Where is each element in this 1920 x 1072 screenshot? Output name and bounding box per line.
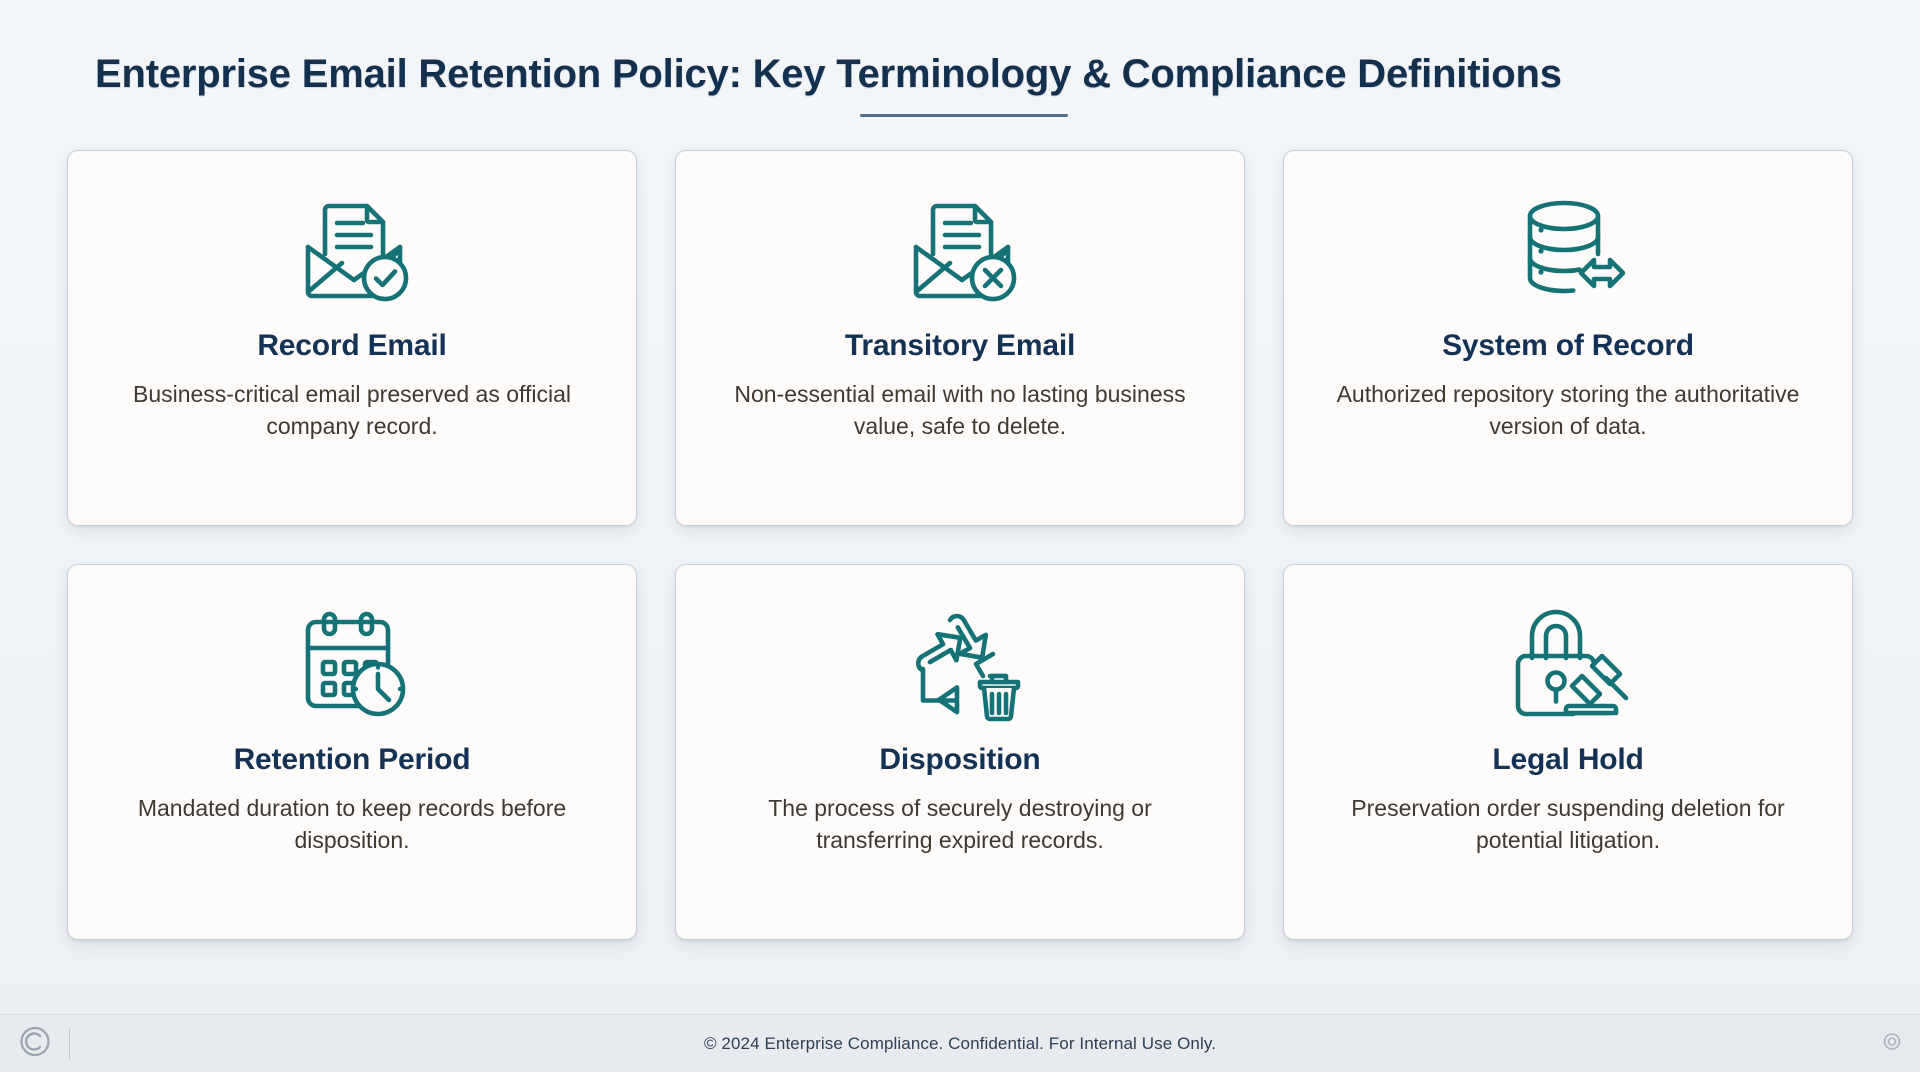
envelope-document-check-icon bbox=[292, 187, 412, 313]
card-description: Mandated duration to keep records before… bbox=[137, 794, 567, 853]
page-title: Enterprise Email Retention Policy: Key T… bbox=[95, 52, 1562, 96]
card-description: Non-essential email with no lasting busi… bbox=[734, 380, 1186, 439]
card-disposition[interactable]: Disposition The process of securely dest… bbox=[675, 563, 1245, 940]
card-title: Record Email bbox=[257, 328, 447, 362]
card-record-email[interactable]: Record Email Business-critical email pre… bbox=[67, 149, 637, 526]
card-description: The process of securely destroying or tr… bbox=[768, 794, 1152, 853]
recycle-trash-icon bbox=[898, 601, 1022, 727]
card-title: Disposition bbox=[879, 742, 1041, 776]
lock-gavel-icon bbox=[1506, 601, 1630, 727]
card-description: Authorized repository storing the author… bbox=[1336, 380, 1800, 439]
envelope-document-cross-icon bbox=[900, 187, 1020, 313]
title-block: Enterprise Email Retention Policy: Key T… bbox=[0, 0, 1920, 117]
card-title: System of Record bbox=[1442, 328, 1694, 362]
card-description: Business-critical email preserved as off… bbox=[132, 380, 572, 439]
card-description: Preservation order suspending deletion f… bbox=[1351, 794, 1785, 853]
card-title: Legal Hold bbox=[1492, 742, 1644, 776]
card-transitory-email[interactable]: Transitory Email Non-essential email wit… bbox=[675, 149, 1245, 526]
footer-divider bbox=[69, 1027, 70, 1060]
title-underline-rule bbox=[860, 113, 1068, 117]
footer-bar: © 2024 Enterprise Compliance. Confidenti… bbox=[0, 1014, 1920, 1072]
card-system-of-record[interactable]: System of Record Authorized repository s… bbox=[1283, 149, 1853, 526]
database-transfer-icon bbox=[1508, 187, 1628, 313]
calendar-clock-icon bbox=[292, 601, 412, 727]
footer-logo-group bbox=[18, 1024, 70, 1063]
card-legal-hold[interactable]: Legal Hold Preservation order suspending… bbox=[1283, 563, 1853, 940]
footer-right-mark-icon bbox=[1882, 1031, 1902, 1056]
footer-copyright-text: © 2024 Enterprise Compliance. Confidenti… bbox=[703, 1033, 1217, 1053]
card-title: Retention Period bbox=[233, 742, 471, 776]
definition-card-grid: Record Email Business-critical email pre… bbox=[0, 117, 1920, 1014]
card-retention-period[interactable]: Retention Period Mandated duration to ke… bbox=[67, 563, 637, 940]
copyright-c-logo bbox=[18, 1024, 52, 1063]
card-title: Transitory Email bbox=[844, 328, 1076, 362]
